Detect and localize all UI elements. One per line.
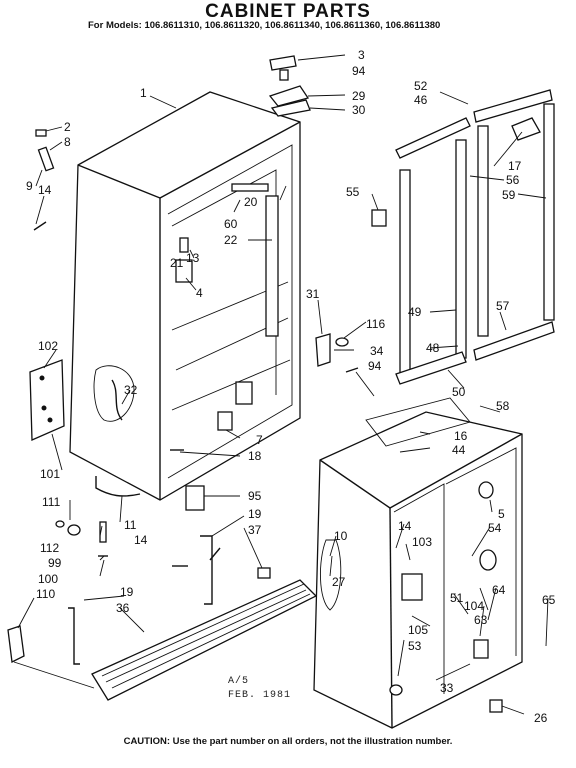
callout-3: 3: [358, 48, 365, 62]
callout-21: 21: [170, 256, 184, 270]
callout-50: 50: [452, 385, 466, 399]
callout-60: 60: [224, 217, 238, 231]
callout-48: 48: [426, 341, 440, 355]
callout-102: 102: [38, 339, 58, 353]
callout-64: 64: [492, 583, 506, 597]
callout-37: 37: [248, 523, 262, 537]
callout-52: 52: [414, 79, 428, 93]
callout-leader-lines: [17, 54, 549, 715]
callout-58: 58: [496, 399, 510, 413]
top-hinge-parts: [268, 55, 311, 117]
callout-labels: 1 2 8 9 14 3 94 29 30 52 46 17 56 59 55 …: [26, 48, 556, 725]
callout-27: 27: [332, 575, 346, 589]
diagram-title: CABINET PARTS: [205, 1, 371, 22]
cabinet-liner: [313, 397, 523, 729]
callout-32: 32: [124, 383, 138, 397]
callout-17: 17: [508, 159, 522, 173]
callout-101: 101: [40, 467, 60, 481]
callout-11: 11: [124, 518, 137, 532]
hinge-parts: [170, 449, 271, 605]
revision-stamp-line2: FEB. 1981: [228, 690, 292, 701]
revision-stamp-line1: A/5: [228, 676, 250, 687]
callout-94-mid: 94: [368, 359, 382, 373]
callout-110: 110: [36, 587, 55, 601]
callout-51: 51: [450, 591, 464, 605]
callout-20: 20: [244, 195, 258, 209]
callout-8: 8: [64, 135, 71, 149]
callout-7: 7: [256, 433, 263, 447]
callout-55: 55: [346, 185, 360, 199]
callout-4: 4: [196, 286, 203, 300]
callout-57: 57: [496, 299, 510, 313]
callout-29: 29: [352, 89, 366, 103]
callout-63: 63: [474, 613, 488, 627]
callout-53: 53: [408, 639, 422, 653]
callout-19-low: 19: [120, 585, 134, 599]
callout-36: 36: [116, 601, 130, 615]
callout-95: 95: [248, 489, 262, 503]
callout-33: 33: [440, 681, 454, 695]
callout-34: 34: [370, 344, 384, 358]
callout-22: 22: [224, 233, 238, 247]
callout-5: 5: [498, 507, 505, 521]
callout-56: 56: [506, 173, 520, 187]
callout-54: 54: [488, 521, 502, 535]
door-gasket-frames: [395, 89, 555, 385]
callout-16: 16: [454, 429, 468, 443]
callout-30: 30: [352, 103, 366, 117]
callout-49: 49: [408, 305, 422, 319]
callout-100: 100: [38, 572, 58, 586]
model-numbers-line: For Models: 106.8611310, 106.8611320, 10…: [88, 20, 441, 31]
left-hardware: [33, 129, 141, 557]
callout-99: 99: [48, 556, 62, 570]
callout-13: 13: [186, 251, 200, 265]
callout-31: 31: [306, 287, 320, 301]
callout-26: 26: [534, 711, 548, 725]
callout-14-low: 14: [134, 533, 148, 547]
callout-59: 59: [502, 188, 516, 202]
callout-112: 112: [40, 541, 59, 555]
callout-116: 116: [366, 317, 385, 331]
callout-94-top: 94: [352, 64, 366, 78]
callout-1: 1: [140, 86, 147, 100]
mid-small-parts: [315, 209, 387, 373]
callout-103: 103: [412, 535, 432, 549]
callout-46: 46: [414, 93, 428, 107]
callout-2: 2: [64, 120, 71, 134]
callout-14-top: 14: [38, 183, 52, 197]
callout-18: 18: [248, 449, 262, 463]
caution-note: CAUTION: Use the part number on all orde…: [123, 736, 453, 747]
callout-105: 105: [408, 623, 428, 637]
callout-111: 111: [42, 495, 61, 509]
callout-65: 65: [542, 593, 556, 607]
left-bracket-panel: [29, 359, 65, 441]
callout-14-right: 14: [398, 519, 412, 533]
cabinet-shell: [69, 91, 301, 501]
callout-9: 9: [26, 179, 33, 193]
callout-10: 10: [334, 529, 348, 543]
callout-19-mid: 19: [248, 507, 262, 521]
callout-104: 104: [464, 599, 484, 613]
callout-44: 44: [452, 443, 466, 457]
